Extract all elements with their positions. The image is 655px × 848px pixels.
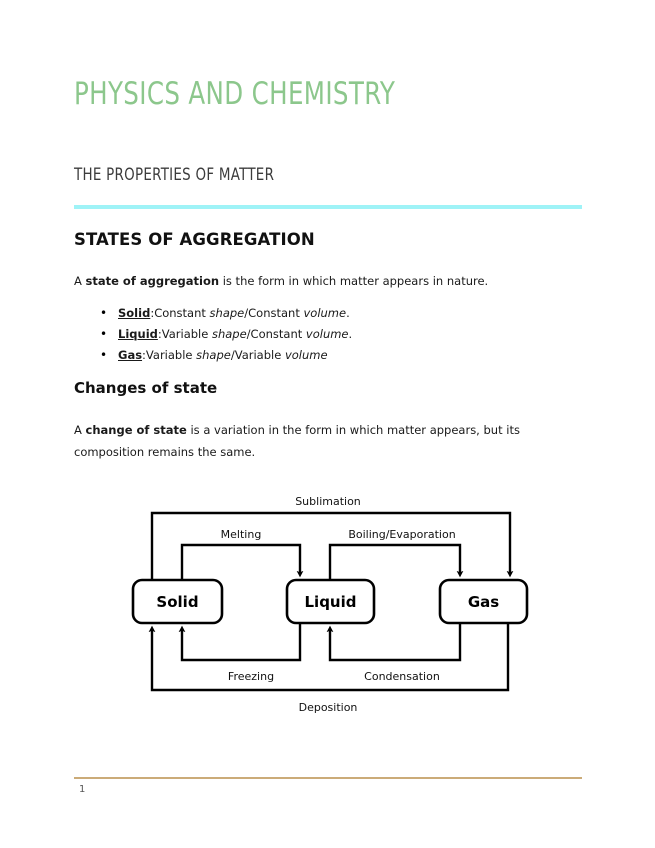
states-bullet-list: Solid:Constant shape/Constant volume. Li… <box>96 303 556 366</box>
transition-label-deposition: Deposition <box>299 701 358 714</box>
bullet-text-3: . <box>346 306 350 320</box>
footer-divider-rule <box>74 777 582 779</box>
bullet-term: Solid <box>118 306 151 320</box>
header-divider-rule <box>74 205 582 209</box>
paragraph-text-prefix: A <box>74 274 86 288</box>
document-title: PHYSICS AND CHEMISTRY <box>74 76 396 112</box>
page-number: 1 <box>79 784 86 795</box>
arrow-boiling-evaporation <box>328 543 464 580</box>
bullet-italic-2: volume <box>305 327 349 341</box>
arrow-deposition <box>148 623 510 692</box>
bullet-italic-1: shape <box>196 348 231 362</box>
paragraph-bold-term: state of aggregation <box>85 274 220 288</box>
transition-label-boiling-evaporation: Boiling/Evaporation <box>348 528 455 541</box>
bullet-text-1: Constant <box>154 306 210 320</box>
bullet-text-2: /Constant <box>244 306 304 320</box>
bullet-text-3: . <box>348 327 353 341</box>
state-label-gas: Gas <box>468 593 499 611</box>
arrow-melting <box>180 543 304 580</box>
transition-label-melting: Melting <box>221 528 262 541</box>
paragraph-state-of-aggregation: A state of aggregation is the form in wh… <box>74 272 574 290</box>
list-item: Solid:Constant shape/Constant volume. <box>96 303 556 324</box>
paragraph-text-suffix: is a variation in the form in which matt… <box>74 423 520 459</box>
bullet-term: Gas <box>118 348 143 362</box>
paragraph-text-prefix: A <box>74 423 86 437</box>
bullet-italic-1: shape <box>209 306 245 320</box>
bullet-italic-1: shape <box>211 327 247 341</box>
bullet-colon: : <box>150 306 155 320</box>
paragraph-change-of-state: A change of state is a variation in the … <box>74 419 574 463</box>
bullet-text-1: Variable <box>161 327 212 341</box>
arrow-freezing <box>178 623 302 662</box>
transition-label-freezing: Freezing <box>228 670 274 683</box>
state-box-solid <box>131 578 224 625</box>
heading-changes-of-state: Changes of state <box>74 379 218 397</box>
arrow-sublimation <box>150 511 514 580</box>
transition-label-sublimation: Sublimation <box>295 495 361 508</box>
list-item: Gas:Variable shape/Variable volume <box>96 345 556 366</box>
bullet-text-2: /Variable <box>230 348 285 362</box>
bullet-term: Liquid <box>118 327 158 341</box>
phase-change-diagram: Solid Liquid Gas Sublimation Melting Boi… <box>130 488 530 718</box>
list-item: Liquid:Variable shape/Constant volume. <box>96 324 556 345</box>
bullet-italic-2: volume <box>303 306 347 320</box>
heading-states-of-aggregation: STATES OF AGGREGATION <box>74 230 315 249</box>
bullet-colon: : <box>142 348 146 362</box>
arrow-condensation <box>326 623 462 662</box>
document-subtitle: THE PROPERTIES OF MATTER <box>74 165 275 185</box>
bullet-text-1: Variable <box>145 348 197 362</box>
bullet-italic-2: volume <box>284 348 328 362</box>
bullet-text-2: /Constant <box>246 327 306 341</box>
bullet-colon: : <box>157 327 162 341</box>
state-box-gas <box>438 578 529 625</box>
state-label-solid: Solid <box>156 593 198 611</box>
state-label-liquid: Liquid <box>305 593 357 611</box>
state-box-liquid <box>285 578 376 625</box>
paragraph-bold-term: change of state <box>85 423 187 437</box>
transition-label-condensation: Condensation <box>364 670 440 683</box>
paragraph-text-suffix: is the form in which matter appears in n… <box>219 274 489 288</box>
